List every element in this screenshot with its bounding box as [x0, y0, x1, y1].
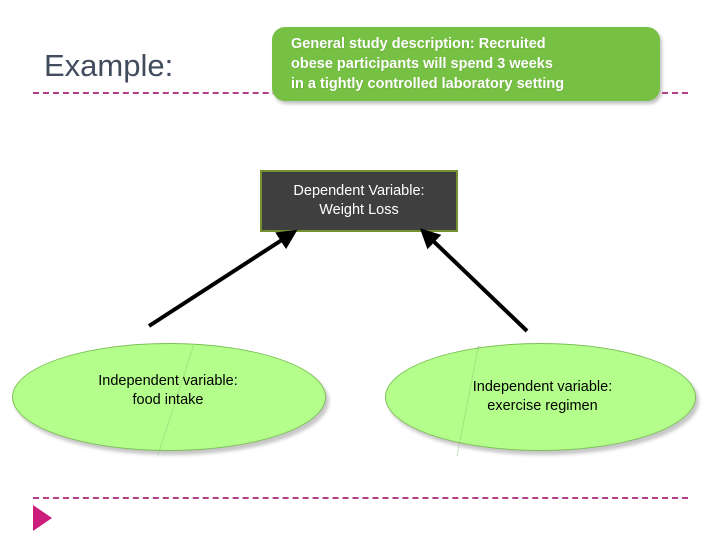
right-triangle-icon	[33, 505, 52, 531]
independent-variable-left-line-1: Independent variable:	[98, 373, 238, 389]
page-title: Example:	[44, 48, 174, 83]
arrow-exercise-regimen-to-weight-loss	[419, 228, 529, 333]
study-description-line-3: in a tightly controlled laboratory setti…	[291, 76, 565, 92]
dependent-variable-box: Dependent Variable: Weight Loss	[260, 170, 458, 232]
dependent-variable-line-2: Weight Loss	[319, 202, 399, 218]
study-description-callout: General study description: Recruited obe…	[272, 27, 660, 101]
study-description-line-1: General study description: Recruited	[291, 36, 546, 52]
dependent-variable-text-group: Dependent Variable: Weight Loss	[293, 182, 424, 220]
independent-variable-right-line-1: Independent variable:	[472, 379, 613, 395]
study-description-line-2: obese participants will spend 3 weeks	[291, 56, 553, 72]
arrow-food-intake-to-weight-loss	[147, 229, 298, 328]
independent-variable-right-line-2: exercise regimen	[487, 398, 598, 414]
independent-variable-ellipse-exercise-regimen: Independent variable: exercise regimen	[385, 343, 696, 456]
independent-variable-right-text-group: Independent variable: exercise regimen	[473, 378, 612, 416]
independent-variable-ellipse-food-intake: Independent variable: food intake	[12, 343, 326, 456]
independent-variable-left-line-2: food intake	[132, 392, 204, 408]
dependent-variable-line-1: Dependent Variable:	[293, 183, 425, 199]
bottom-dashed-divider	[33, 497, 688, 499]
independent-variable-left-text-group: Independent variable: food intake	[98, 372, 237, 410]
